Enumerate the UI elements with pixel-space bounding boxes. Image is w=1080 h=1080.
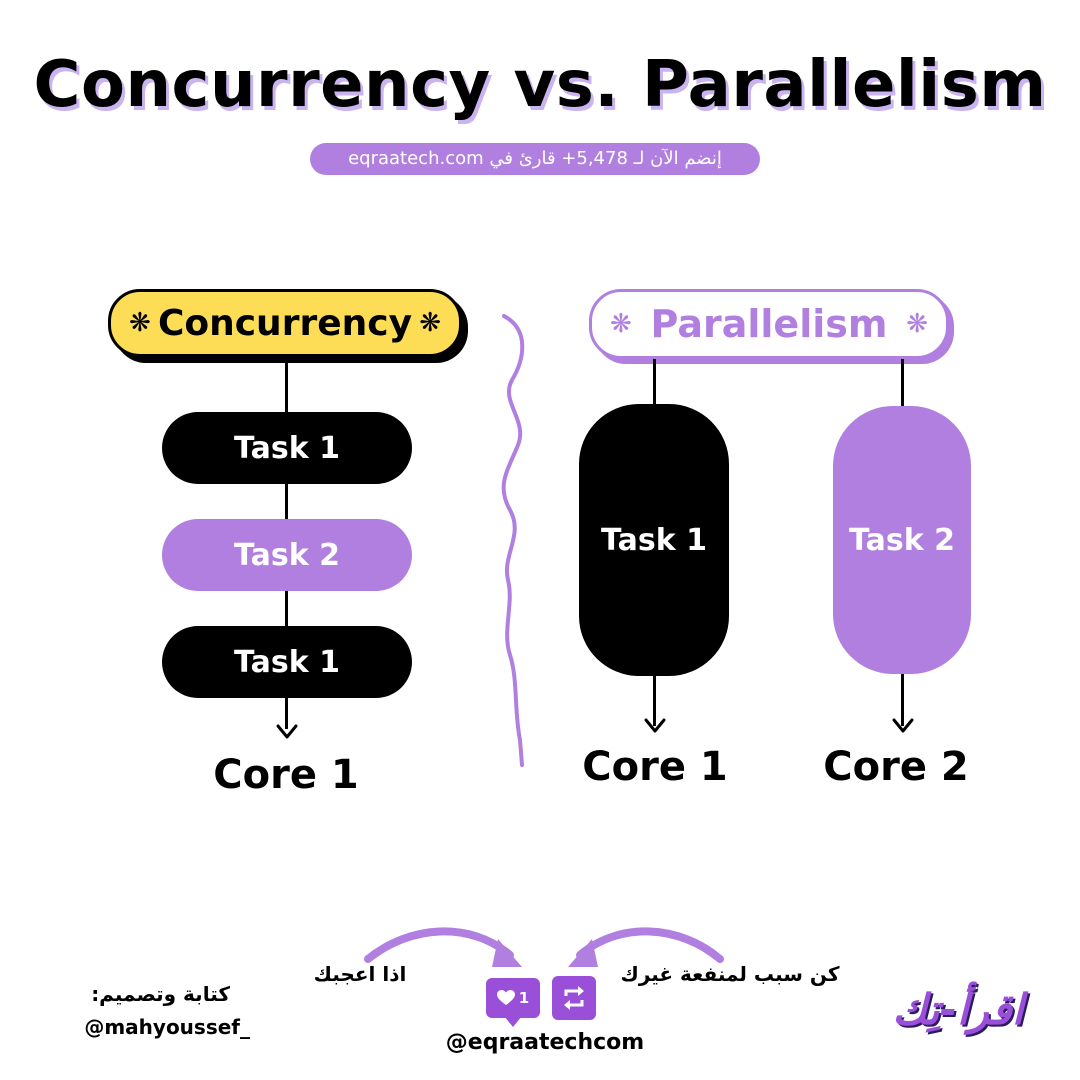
concurrency-core-label: Core 1 — [213, 752, 359, 798]
task-label: Task 1 — [601, 522, 707, 558]
task-label: Task 1 — [234, 644, 340, 680]
concurrency-task-2: Task 2 — [162, 519, 412, 591]
share-hint: كن سبب لمنفعة غيرك — [620, 962, 840, 986]
parallelism-core-2-label: Core 2 — [823, 744, 969, 790]
asterisk-flower-icon: ❋ — [906, 309, 928, 339]
heart-icon — [496, 990, 515, 1005]
asterisk-flower-icon: ❋ — [419, 308, 441, 338]
like-bubble-tail — [504, 1016, 522, 1027]
parallelism-line-1-top — [653, 359, 656, 407]
task-label: Task 2 — [234, 537, 340, 573]
arrow-down-icon — [276, 724, 298, 739]
credit-label: كتابة وتصميم: — [91, 982, 230, 1006]
curved-arrow-left — [364, 927, 522, 967]
like-count: 1 — [518, 989, 530, 1007]
curved-arrow-right — [568, 927, 724, 967]
parallelism-task-2: Task 2 — [833, 406, 971, 674]
concurrency-task-1: Task 1 — [162, 412, 412, 484]
join-banner[interactable]: إنضم الآن لـ 5,478+ قارئ في eqraatech.co… — [310, 143, 760, 175]
parallelism-line-1-bottom — [653, 676, 656, 726]
concurrency-header-label: Concurrency — [157, 302, 413, 344]
credit-handle[interactable]: @mahyoussef_ — [84, 1015, 250, 1039]
task-label: Task 2 — [849, 522, 955, 558]
eqraatech-logo: اقرأ-تِك — [892, 985, 1024, 1034]
parallelism-header-label: Parallelism — [650, 302, 888, 346]
parallelism-core-1-label: Core 1 — [582, 744, 728, 790]
asterisk-flower-icon: ❋ — [129, 308, 151, 338]
like-hint: اذا اعجبك — [313, 962, 407, 986]
page-title: Concurrency vs. Parallelism — [33, 48, 1047, 122]
task-label: Task 1 — [234, 430, 340, 466]
parallelism-header: ❋ Parallelism ❋ — [589, 289, 949, 359]
like-button[interactable]: 1 — [486, 978, 540, 1018]
parallelism-line-2-bottom — [901, 674, 904, 726]
parallelism-task-1: Task 1 — [579, 404, 729, 676]
squiggle-divider — [501, 314, 525, 767]
concurrency-task-3: Task 1 — [162, 626, 412, 698]
concurrency-header: ❋ Concurrency ❋ — [108, 289, 462, 357]
arrow-down-icon — [892, 718, 914, 733]
asterisk-flower-icon: ❋ — [610, 309, 632, 339]
repost-button[interactable] — [552, 976, 596, 1020]
footer-handle[interactable]: @eqraatechcom — [445, 1030, 645, 1055]
arrow-down-icon — [644, 718, 666, 733]
repost-icon — [564, 986, 584, 1010]
parallelism-line-2-top — [901, 359, 904, 407]
